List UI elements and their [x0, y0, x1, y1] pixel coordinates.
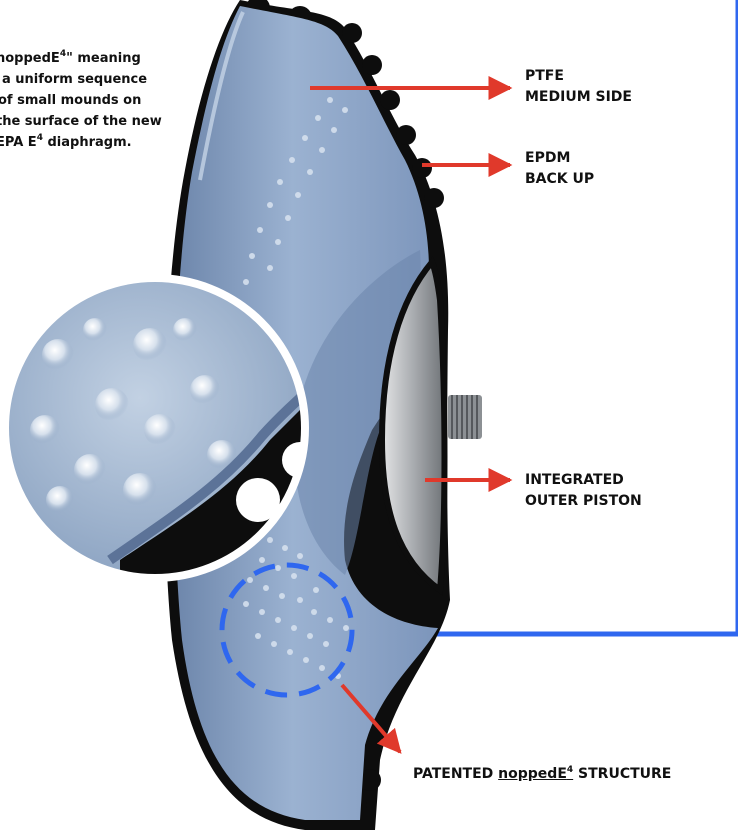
desc-line-4: the surface of the new — [0, 111, 162, 132]
label-structure: PATENTED noppedE4 STRUCTURE — [413, 764, 671, 785]
structure-suffix: STRUCTURE — [578, 766, 671, 782]
label-piston-line2: OUTER PISTON — [525, 491, 642, 512]
label-epdm-line1: EPDM — [525, 148, 594, 169]
label-piston: INTEGRATED OUTER PISTON — [525, 470, 642, 512]
label-epdm: EPDM BACK UP — [525, 148, 594, 190]
structure-prefix: PATENTED — [413, 766, 493, 782]
desc-line-3: of small mounds on — [0, 90, 162, 111]
structure-brand: noppedE4 — [498, 766, 573, 782]
desc-line-1: noppedE4" meaning — [0, 48, 162, 69]
desc-line-5: EPA E4 diaphragm. — [0, 132, 162, 153]
label-ptfe-line2: MEDIUM SIDE — [525, 87, 632, 108]
label-piston-line1: INTEGRATED — [525, 470, 642, 491]
desc-line-2: a uniform sequence — [2, 69, 162, 90]
label-epdm-line2: BACK UP — [525, 169, 594, 190]
threaded-stud — [448, 395, 482, 439]
label-ptfe-line1: PTFE — [525, 66, 632, 87]
label-ptfe: PTFE MEDIUM SIDE — [525, 66, 632, 108]
nopped-description: noppedE4" meaning a uniform sequence of … — [0, 48, 162, 153]
